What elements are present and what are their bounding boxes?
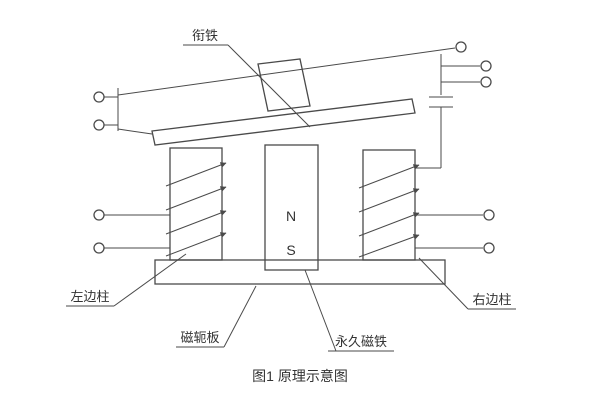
terminal-circle [480, 60, 492, 72]
yoke-plate-label: 磁轭板 [180, 330, 219, 345]
armature-plate-shape [151, 98, 416, 146]
terminals [93, 41, 495, 254]
magnet-south-pole: S [286, 242, 295, 258]
terminal-circle [483, 242, 495, 254]
right-coil-winding [358, 164, 420, 258]
terminal-circle [480, 76, 492, 88]
terminal-circle [93, 91, 105, 103]
permanent-magnet-shape [264, 144, 319, 271]
figure-caption: 图1 原理示意图 [252, 368, 348, 384]
terminal-circle [483, 209, 495, 221]
pivot-block-shape [257, 58, 311, 112]
left-column-label: 左边柱 [70, 289, 109, 304]
left-coil-winding [165, 162, 227, 257]
armature-label: 衔铁 [192, 28, 218, 43]
wiring-lines [104, 47, 483, 249]
magnet-north-pole: N [286, 208, 296, 224]
terminal-circle [93, 209, 105, 221]
right-column-shape [362, 149, 416, 261]
terminal-circle [93, 119, 105, 131]
terminal-circle [93, 242, 105, 254]
leader-lines [66, 44, 516, 352]
terminal-circle [455, 41, 467, 53]
permanent-magnet-label: 永久磁铁 [335, 334, 387, 349]
right-column-label: 右边柱 [472, 292, 511, 307]
left-column-shape [169, 147, 223, 261]
yoke-plate-shape [154, 259, 446, 285]
core-structure [151, 58, 446, 285]
